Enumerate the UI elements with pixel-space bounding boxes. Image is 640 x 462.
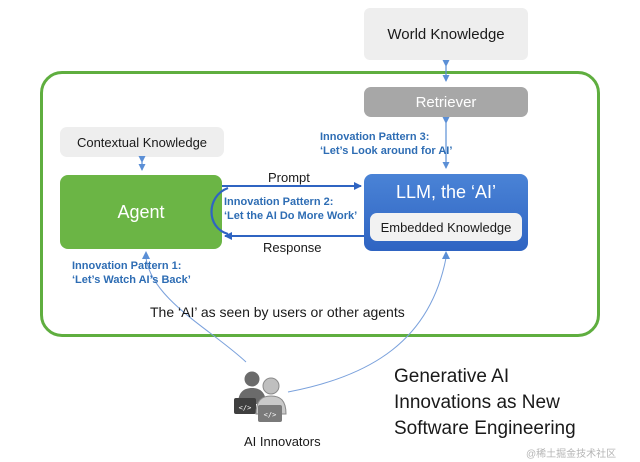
innovators-to-agent-link xyxy=(145,257,247,363)
response-label: Response xyxy=(263,240,322,255)
pattern-2-quote: ‘Let the AI Do More Work’ xyxy=(224,210,358,222)
agent-up-arrowhead xyxy=(142,251,150,259)
pattern-3-quote: ‘Let’s Look around for AI’ xyxy=(320,145,453,157)
embedded-knowledge-node: Embedded Knowledge xyxy=(370,213,522,241)
pattern-1-title: Innovation Pattern 1: xyxy=(72,260,182,272)
world-knowledge-node: World Knowledge xyxy=(364,8,528,60)
pattern-3-label: Innovation Pattern 3: ‘Let’s Look around… xyxy=(320,130,452,158)
pattern-1-quote: ‘Let’s Watch AI’s Back’ xyxy=(72,274,191,286)
headline-line-1: Generative AI xyxy=(394,366,510,387)
headline: Generative AI Innovations as New Softwar… xyxy=(394,364,576,442)
retriever-node: Retriever xyxy=(364,87,528,117)
watermark: @稀土掘金技术社区 xyxy=(526,449,617,460)
pattern-2-title: Innovation Pattern 2: xyxy=(224,196,334,208)
svg-text:</>: </> xyxy=(239,404,252,412)
innovators-to-llm-link xyxy=(287,257,447,393)
pattern2-loop xyxy=(210,186,229,236)
people-with-laptops-icon: </> </> xyxy=(234,371,287,422)
agent-node: Agent xyxy=(60,175,222,249)
headline-line-3: Software Engineering xyxy=(394,418,576,439)
llm-up-arrowhead xyxy=(442,251,450,259)
ai-innovators-label: AI Innovators xyxy=(244,434,321,449)
ai-perception-caption: The ‘AI’ as seen by users or other agent… xyxy=(150,304,405,320)
pattern-3-title: Innovation Pattern 3: xyxy=(320,131,430,143)
svg-text:</>: </> xyxy=(264,411,277,419)
ai-system-boundary xyxy=(40,71,600,337)
pattern-2-label: Innovation Pattern 2: ‘Let the AI Do Mor… xyxy=(224,195,357,223)
contextual-knowledge-node: Contextual Knowledge xyxy=(60,127,224,157)
llm-title: LLM, the ‘AI’ xyxy=(395,181,497,202)
pattern-1-label: Innovation Pattern 1: ‘Let’s Watch AI’s … xyxy=(72,259,191,287)
headline-line-2: Innovations as New xyxy=(394,392,560,413)
prompt-label: Prompt xyxy=(268,170,310,185)
